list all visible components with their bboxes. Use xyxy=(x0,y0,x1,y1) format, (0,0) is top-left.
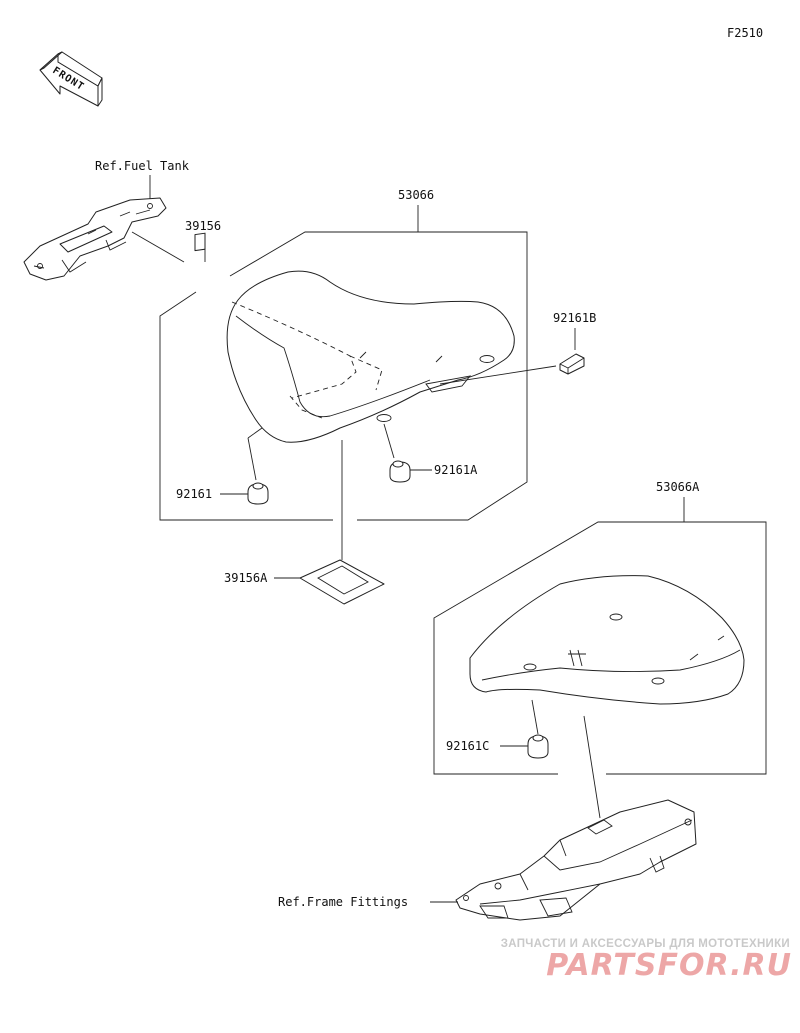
label-92161: 92161 xyxy=(176,487,212,501)
label-ref-frame-fittings: Ref.Frame Fittings xyxy=(278,895,408,909)
label-39156A: 39156A xyxy=(224,571,268,585)
frame-fittings-part xyxy=(455,799,697,921)
seat-53066A-part xyxy=(469,575,745,705)
front-arrow-icon: FRONT xyxy=(39,51,103,107)
label-53066A: 53066A xyxy=(656,480,700,494)
part-92161C-damper xyxy=(527,734,549,759)
fuel-tank-bracket-part xyxy=(23,197,167,281)
label-53066: 53066 xyxy=(398,188,434,202)
watermark-tagline: ЗАПЧАСТИ И АКСЕССУАРЫ ДЛЯ МОТОТЕХНИКИ xyxy=(500,938,790,950)
part-92161A-damper xyxy=(389,460,411,483)
part-39156A-pad xyxy=(299,559,385,605)
label-39156: 39156 xyxy=(185,219,221,233)
seat-53066-part xyxy=(226,270,515,443)
part-39156-pad xyxy=(194,232,206,252)
label-92161A: 92161A xyxy=(434,463,478,477)
watermark-logo: PARTSFOR.RU xyxy=(546,948,792,983)
part-92161B-damper xyxy=(559,353,585,375)
label-92161C: 92161C xyxy=(446,739,489,753)
diagram-code: F2510 xyxy=(727,26,763,40)
label-92161B: 92161B xyxy=(553,311,596,325)
label-ref-fuel-tank: Ref.Fuel Tank xyxy=(95,159,190,173)
part-92161-damper xyxy=(247,482,269,505)
